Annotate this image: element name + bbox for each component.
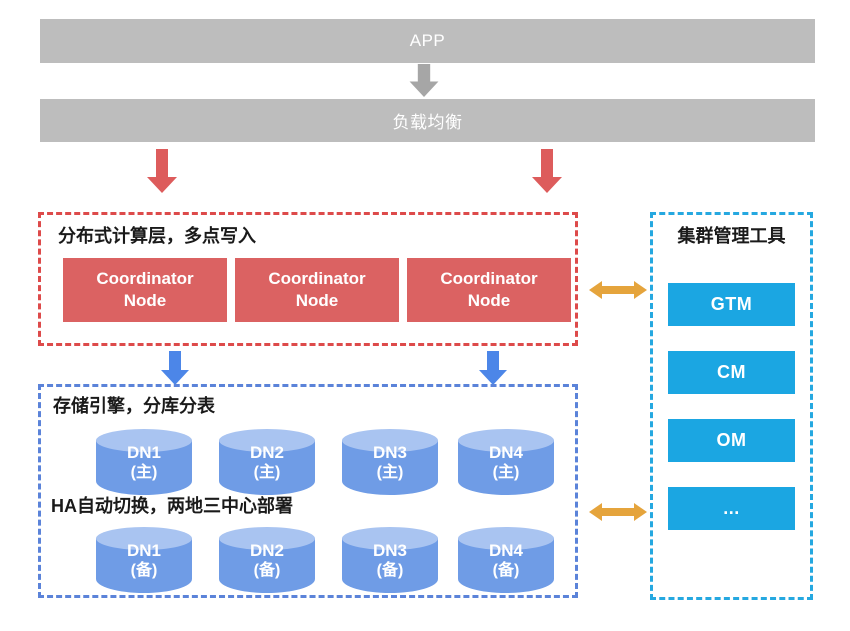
tool-label: ... — [723, 498, 740, 518]
down-arrow-icon — [147, 149, 177, 193]
dn-node-label: DN1 (备) — [96, 540, 192, 581]
dn-node-label: DN2 (备) — [219, 540, 315, 581]
double-arrow-icon — [589, 281, 647, 299]
dn-role: (主) — [130, 464, 158, 482]
dn-role: (备) — [376, 562, 404, 580]
compute-layer-box: 分布式计算层，多点写入 Coordinator Node Coordinator… — [38, 212, 578, 346]
cylinder-top — [219, 429, 315, 452]
dn-node-primary-1: DN1 (主) — [96, 429, 192, 495]
dn-node-standby-4: DN4 (备) — [458, 527, 554, 593]
load-balancer-bar: 负载均衡 — [40, 99, 815, 142]
cluster-management-box: 集群管理工具 GTM CM OM ... — [650, 212, 813, 600]
cylinder-top — [342, 429, 438, 452]
dn-name: DN2 — [249, 443, 284, 462]
cylinder-top — [342, 527, 438, 550]
app-layer-label: APP — [409, 31, 446, 50]
dn-node-label: DN2 (主) — [219, 442, 315, 483]
dn-role: (主) — [376, 464, 404, 482]
tool-box-om: OM — [668, 419, 795, 462]
dn-name: DN4 — [488, 541, 523, 560]
cylinder-top — [96, 527, 192, 550]
compute-layer-title: 分布式计算层，多点写入 — [58, 226, 256, 246]
dn-role: (备) — [130, 562, 158, 580]
dn-node-primary-3: DN3 (主) — [342, 429, 438, 495]
load-balancer-label: 负载均衡 — [392, 113, 463, 132]
cylinder-top — [458, 429, 554, 452]
coordinator-node-label: Coordinator Node — [440, 268, 538, 310]
dn-name: DN3 — [372, 443, 407, 462]
dn-node-standby-1: DN1 (备) — [96, 527, 192, 593]
cluster-management-title: 集群管理工具 — [677, 226, 786, 246]
storage-layer-box: 存储引擎，分库分表 DN1 (主) DN2 (主) DN3 (主) — [38, 384, 578, 598]
dn-name: DN1 — [126, 443, 161, 462]
down-arrow-icon — [532, 149, 562, 193]
dn-name: DN3 — [372, 541, 407, 560]
dn-node-label: DN3 (备) — [342, 540, 438, 581]
dn-role: (主) — [253, 464, 281, 482]
dn-role: (备) — [253, 562, 281, 580]
down-arrow-icon — [161, 351, 189, 385]
dn-name: DN1 — [126, 541, 161, 560]
coordinator-node-2: Coordinator Node — [235, 258, 399, 322]
dn-node-standby-2: DN2 (备) — [219, 527, 315, 593]
cylinder-top — [458, 527, 554, 550]
tool-box-gtm: GTM — [668, 283, 795, 326]
tool-box-cm: CM — [668, 351, 795, 394]
coordinator-node-label: Coordinator Node — [268, 268, 366, 310]
double-arrow-icon — [589, 503, 647, 521]
tool-label: GTM — [710, 294, 753, 314]
down-arrow-icon — [409, 64, 439, 97]
coordinator-node-label: Coordinator Node — [96, 268, 194, 310]
dn-role: (备) — [492, 562, 520, 580]
ha-note-title: HA自动切换，两地三中心部署 — [51, 496, 293, 516]
app-layer-bar: APP — [40, 19, 815, 63]
dn-name: DN4 — [488, 443, 523, 462]
dn-node-label: DN1 (主) — [96, 442, 192, 483]
tool-box-more: ... — [668, 487, 795, 530]
down-arrow-icon — [479, 351, 507, 385]
dn-node-label: DN3 (主) — [342, 442, 438, 483]
dn-role: (主) — [492, 464, 520, 482]
coordinator-node-1: Coordinator Node — [63, 258, 227, 322]
coordinator-node-3: Coordinator Node — [407, 258, 571, 322]
tool-label: CM — [717, 362, 746, 382]
tool-label: OM — [716, 430, 747, 450]
dn-node-primary-4: DN4 (主) — [458, 429, 554, 495]
dn-node-primary-2: DN2 (主) — [219, 429, 315, 495]
dn-node-label: DN4 (备) — [458, 540, 554, 581]
storage-layer-title: 存储引擎，分库分表 — [53, 396, 215, 416]
dn-node-label: DN4 (主) — [458, 442, 554, 483]
cylinder-top — [219, 527, 315, 550]
dn-node-standby-3: DN3 (备) — [342, 527, 438, 593]
cylinder-top — [96, 429, 192, 452]
dn-name: DN2 — [249, 541, 284, 560]
